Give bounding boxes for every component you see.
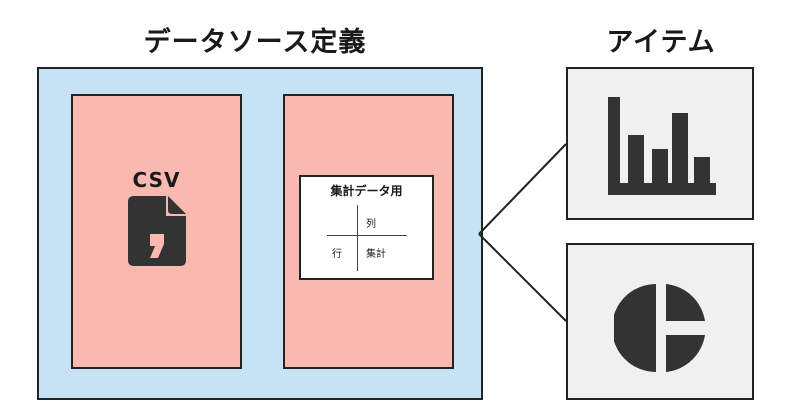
aggregate-data-card: 集計データ用 列 行 集計: [283, 94, 454, 369]
csv-file-icon: [128, 196, 186, 266]
items-heading: アイテム: [606, 27, 716, 58]
value-label: 集計: [366, 249, 386, 260]
datasource-heading: データソース定義: [143, 27, 367, 58]
bar-chart-item: [566, 67, 754, 220]
csv-card: CSV: [71, 94, 242, 369]
table-divider-horizontal: [327, 235, 407, 236]
aggregate-table-box: 集計データ用 列 行 集計: [299, 175, 434, 280]
datasource-definition-box: CSV 集計データ用 列 行 集計: [37, 67, 483, 400]
csv-label: CSV: [132, 168, 181, 192]
connector-to-pie-item: [478, 233, 567, 322]
column-label: 列: [366, 219, 376, 230]
aggregate-title: 集計データ用: [330, 184, 403, 198]
pie-chart-item: [566, 243, 754, 400]
row-label: 行: [332, 249, 342, 260]
pie-chart-icon: [614, 284, 705, 372]
bar-chart-icon: [608, 97, 716, 195]
table-divider-vertical: [357, 205, 358, 271]
connector-to-bar-item: [478, 143, 567, 235]
